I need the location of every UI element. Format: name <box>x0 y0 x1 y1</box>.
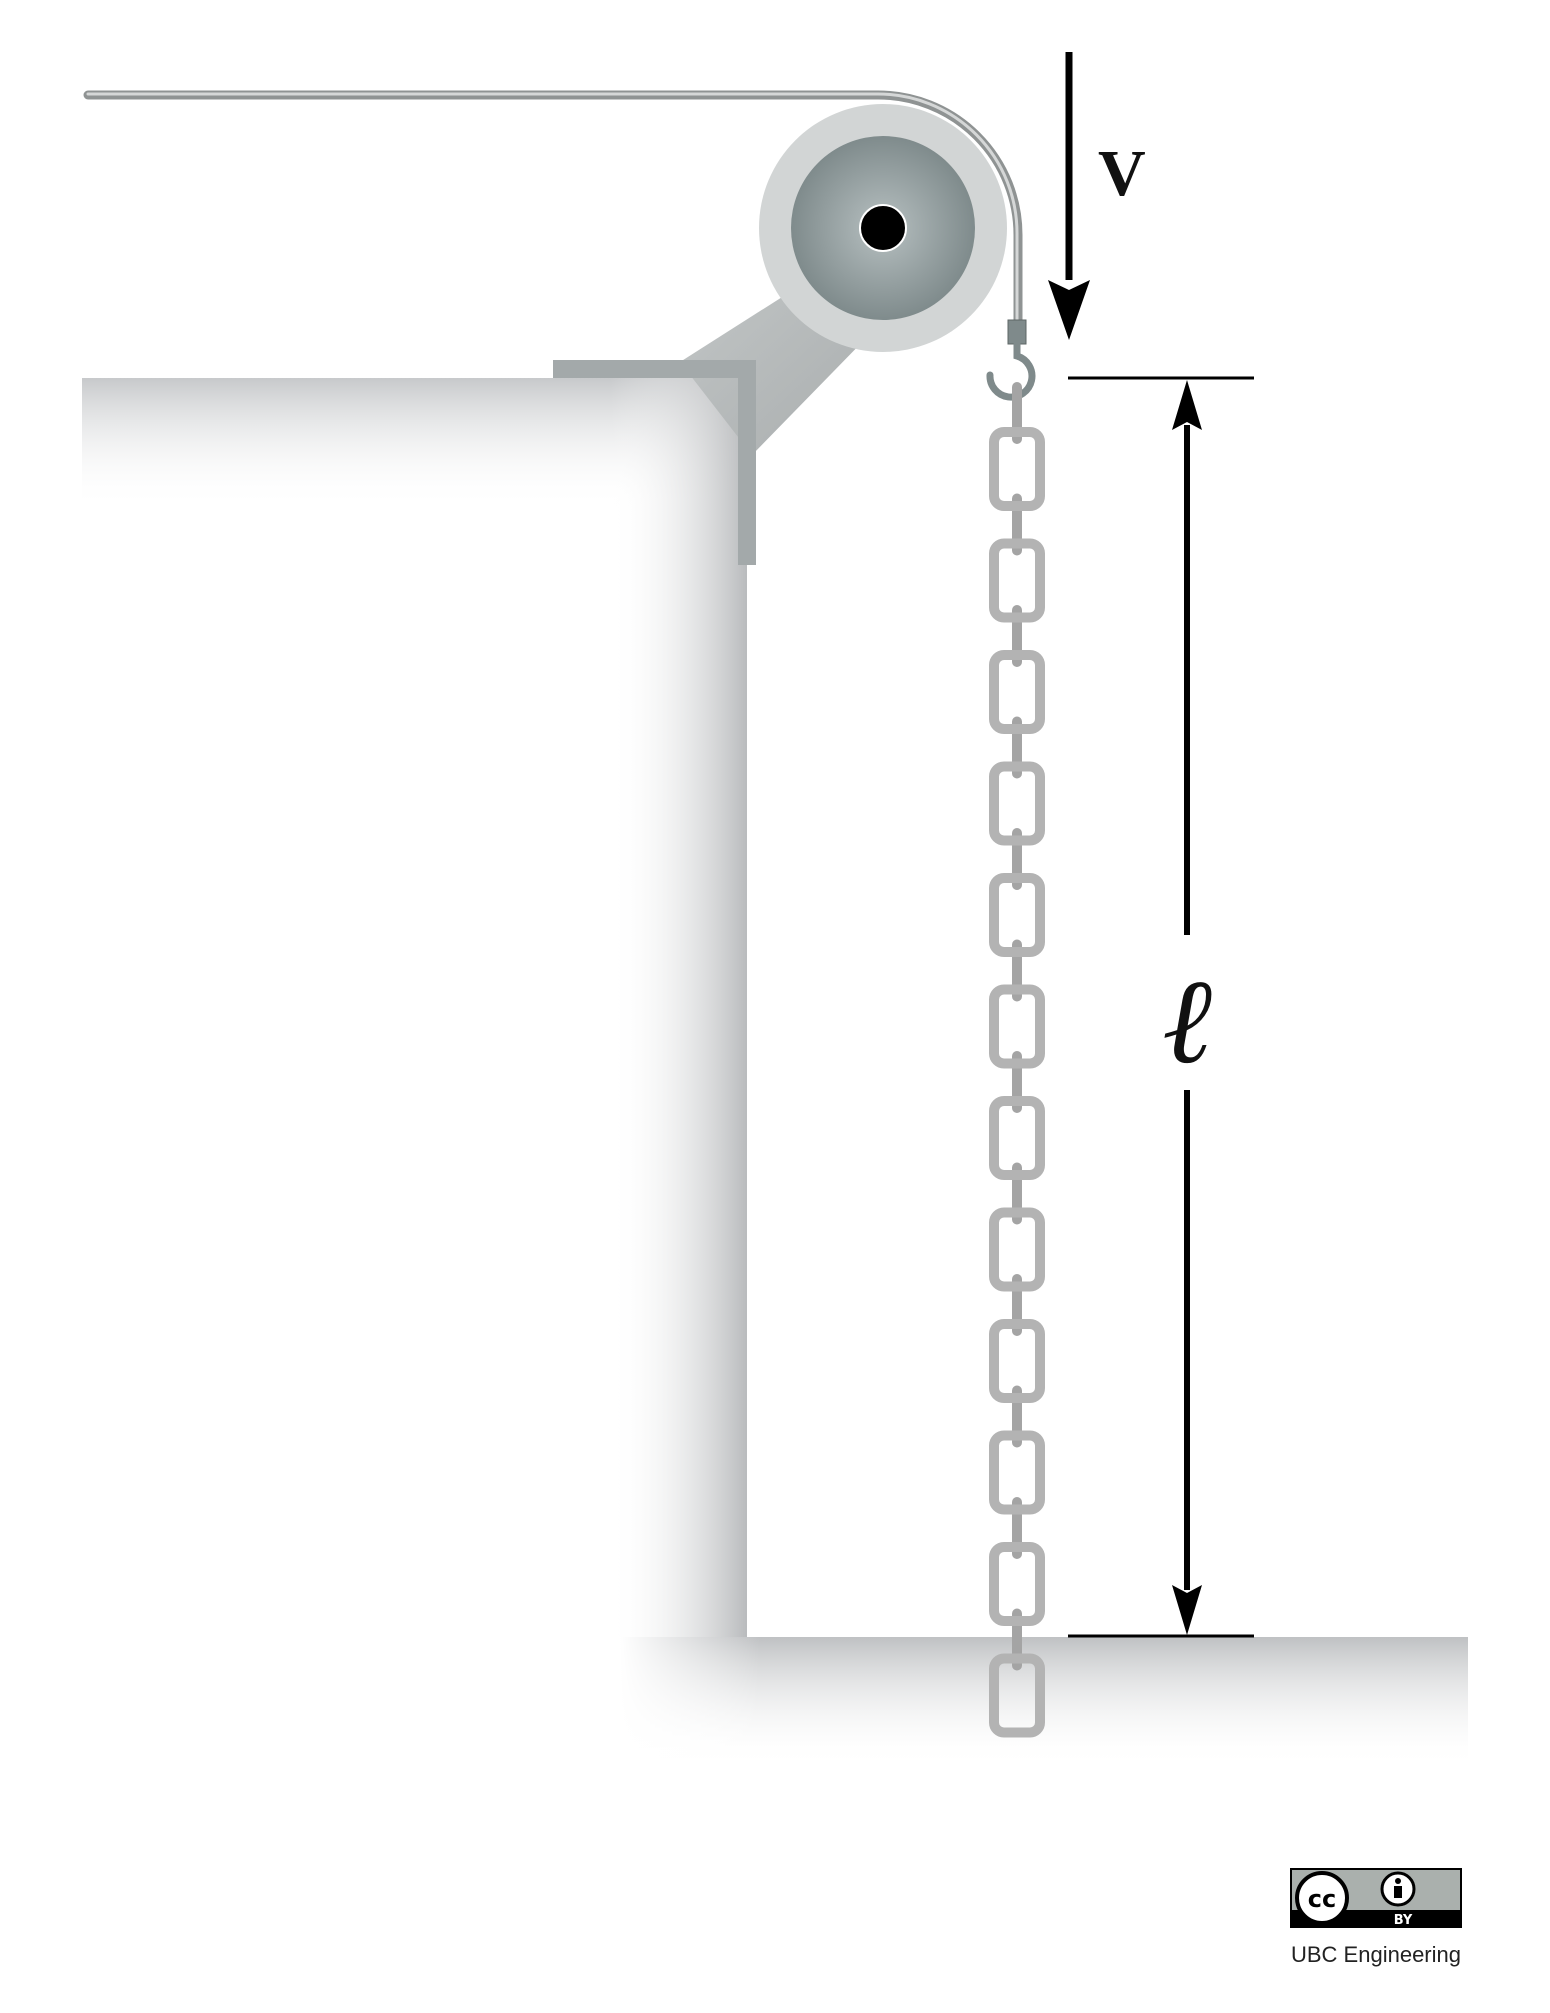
chain-link <box>989 1430 1045 1515</box>
cable <box>83 90 1027 345</box>
by-label: BY <box>1394 1913 1413 1928</box>
wall-block <box>82 378 1468 1767</box>
pulley-wheel <box>759 104 1007 352</box>
chain-link <box>989 1207 1045 1292</box>
velocity-arrow <box>1048 52 1090 340</box>
velocity-label: V <box>1098 137 1146 210</box>
cc-icon <box>1295 1871 1349 1925</box>
chain-link <box>989 427 1045 511</box>
cc-icon-text: cc <box>1308 1885 1336 1913</box>
chain-link <box>989 761 1045 846</box>
attribution-person-icon <box>1380 1871 1416 1907</box>
chain-link <box>989 538 1045 623</box>
chain-link <box>989 1319 1045 1403</box>
credit-text: UBC Engineering <box>1291 1942 1461 1967</box>
length-label: ℓ <box>1162 952 1212 1091</box>
chain <box>989 382 1045 1738</box>
cc-by-license-badge: cc BY <box>1290 1868 1462 1928</box>
chain-link <box>989 1542 1045 1626</box>
chain-link <box>989 650 1045 734</box>
chain-link <box>989 1653 1045 1738</box>
chain-link <box>989 873 1045 957</box>
chain-link <box>989 1096 1045 1180</box>
length-dimension <box>1068 376 1254 1638</box>
hook <box>986 340 1036 401</box>
chain-link <box>989 984 1045 1069</box>
